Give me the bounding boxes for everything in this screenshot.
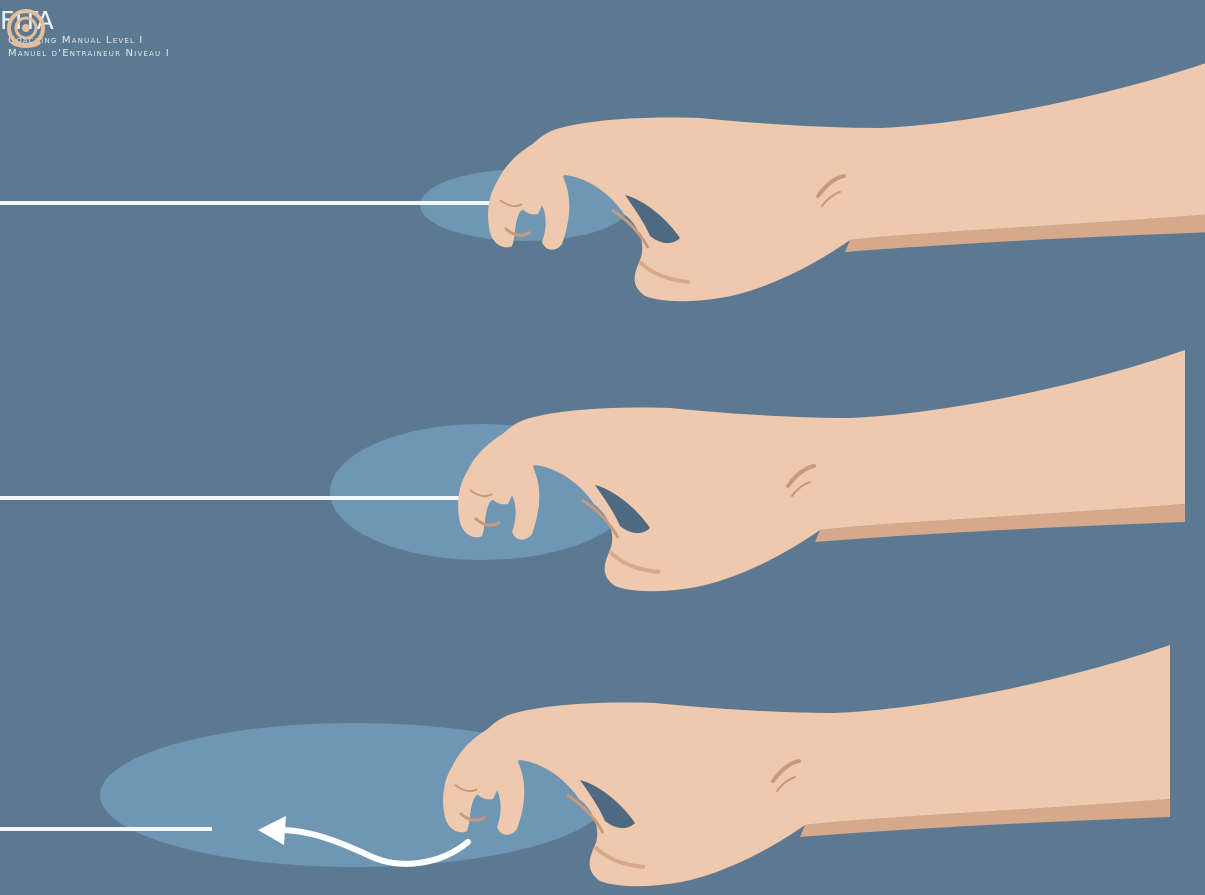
fita-target-emblem-icon [6,8,46,52]
hand-3 [443,645,1170,886]
hand-1 [488,60,1205,301]
hand-2 [458,350,1185,591]
header: FITA Coaching Manual Level I Manuel d'En… [6,8,170,60]
